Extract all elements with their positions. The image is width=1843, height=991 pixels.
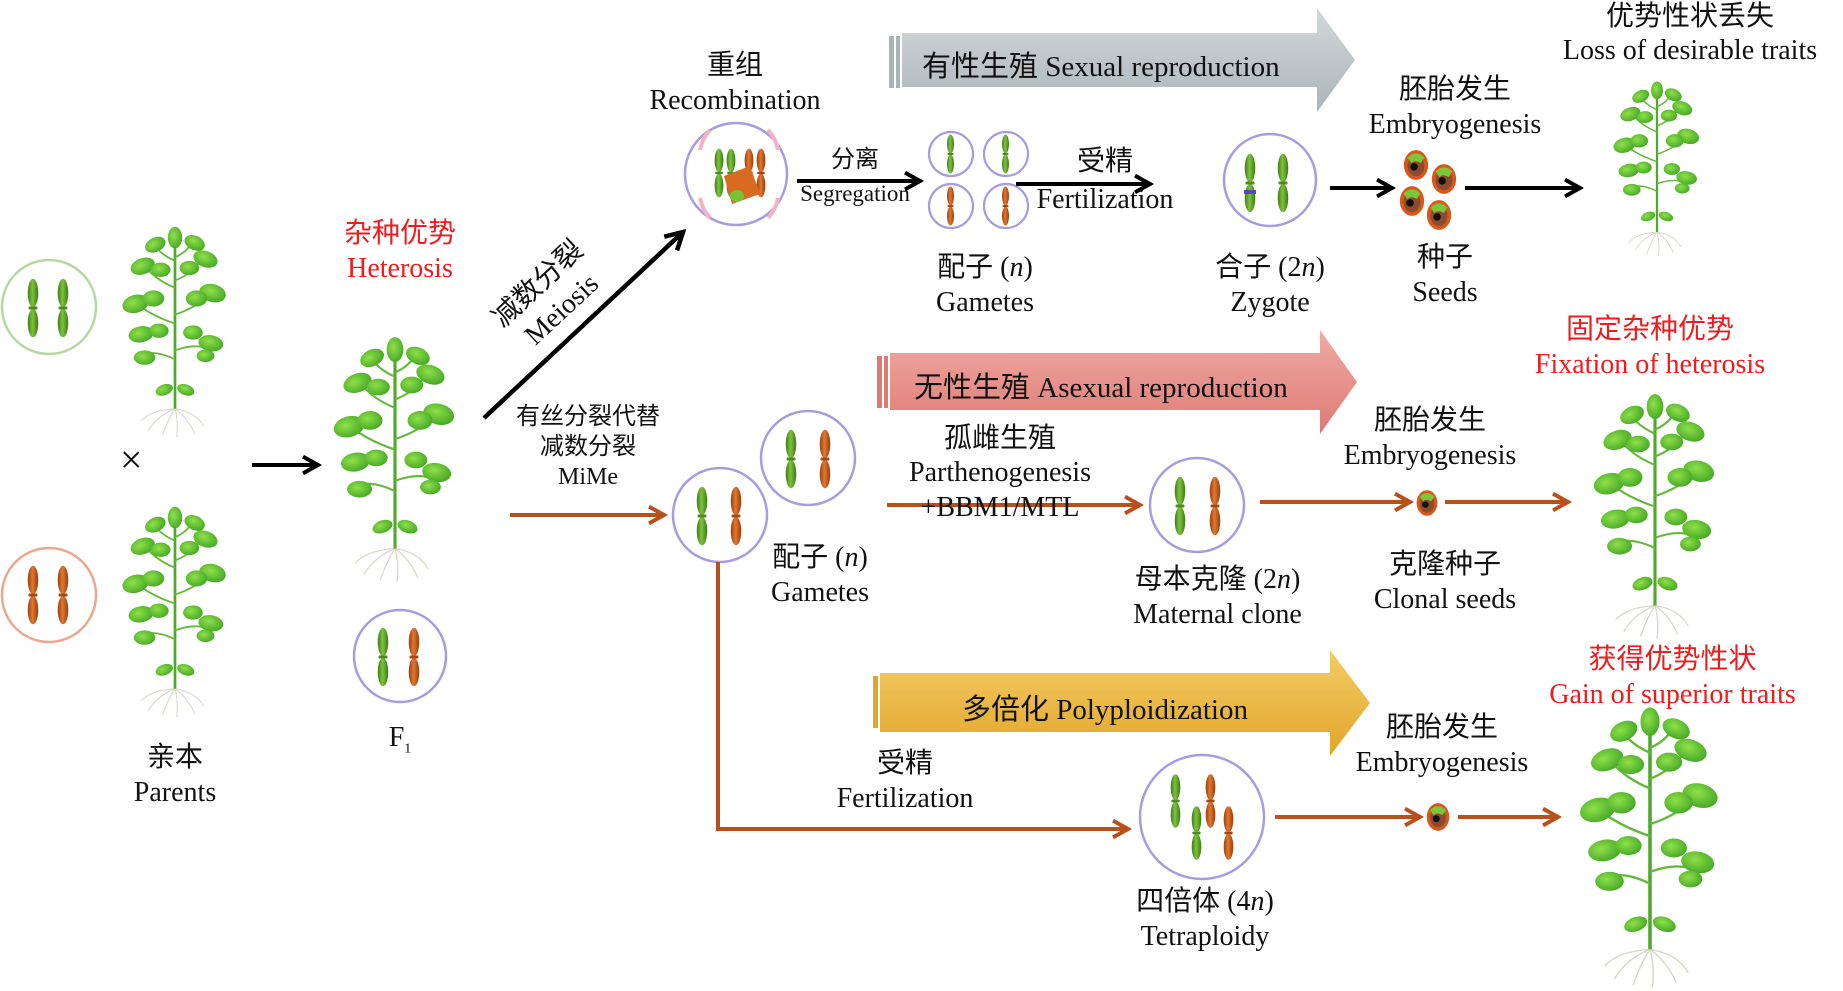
segregation-label-en: Segregation <box>800 180 910 206</box>
maternal-clone-zh: 母本克隆 (2n) <box>1134 564 1301 595</box>
tetraploid-cell <box>1138 753 1266 881</box>
heterosis-label: 杂种优势 Heterosis <box>310 216 490 286</box>
mime-label-zh-2: 减数分裂 <box>540 434 636 460</box>
polyploid-fertilization-label: 受精 Fertilization <box>815 746 995 816</box>
seeds-cluster <box>1399 150 1457 230</box>
banner-polyploidization <box>873 650 1370 756</box>
mime-label: 有丝分裂代替 减数分裂 MiMe <box>493 402 683 492</box>
asexual-gametes-zh: 配子 (n) <box>772 542 868 573</box>
mime-label-zh-1: 有丝分裂代替 <box>516 404 660 430</box>
asexual-gametes-en: Gametes <box>771 577 869 608</box>
asexual-gametes-label: 配子 (n) Gametes <box>740 540 900 610</box>
polyploid-fertilization-arrow <box>716 562 1128 829</box>
maternal-clone-label: 母本克隆 (2n) Maternal clone <box>1105 562 1330 632</box>
sexual-embryogenesis-en: Embryogenesis <box>1368 109 1542 140</box>
f1-label: F1 <box>370 720 430 758</box>
sexual-gametes-label: 配子 (n) Gametes <box>910 250 1060 320</box>
seeds-en: Seeds <box>1412 277 1478 308</box>
recombination-label-en: Recombination <box>649 85 821 116</box>
sexual-gametes-zh: 配子 (n) <box>937 252 1033 283</box>
asexual-embryogenesis-label: 胚胎发生 Embryogenesis <box>1325 403 1535 473</box>
fixation-heterosis-label: 固定杂种优势 Fixation of heterosis <box>1505 312 1795 382</box>
polyploid-seed <box>1426 803 1450 831</box>
f1-cell <box>352 608 448 704</box>
parent-cell-orange <box>0 546 98 644</box>
polyploid-embryogenesis-zh: 胚胎发生 <box>1385 712 1498 743</box>
zygote-zh: 合子 (2n) <box>1215 252 1325 283</box>
mime-label-en: MiMe <box>558 464 618 490</box>
tetraploidy-en: Tetraploidy <box>1140 921 1270 952</box>
superior-traits-zh: 获得优势性状 <box>1588 644 1757 675</box>
parents-label-zh: 亲本 <box>146 742 203 773</box>
segregation-label-zh: 分离 <box>831 147 879 173</box>
heterosis-label-zh: 杂种优势 <box>343 218 456 249</box>
segregation-label: 分离 Segregation <box>790 147 920 207</box>
zygote-cell <box>1222 132 1318 228</box>
banner-asexual-text: 无性生殖 Asexual reproduction <box>914 372 1288 404</box>
zygote-en: Zygote <box>1230 287 1310 318</box>
parent-plant-bottom <box>118 505 230 719</box>
superior-traits-en: Gain of superior traits <box>1549 679 1796 710</box>
parthenogenesis-en: Parthenogenesis <box>909 456 1091 488</box>
clonal-seed <box>1416 490 1438 516</box>
plant-loss-traits <box>1610 80 1703 258</box>
asexual-embryogenesis-zh: 胚胎发生 <box>1373 405 1486 436</box>
banner-polyploid-text: 多倍化 Polyploidization <box>962 694 1248 726</box>
maternal-clone-cell <box>1148 456 1246 554</box>
superior-traits-label: 获得优势性状 Gain of superior traits <box>1520 642 1825 712</box>
polyploid-embryogenesis-label: 胚胎发生 Embryogenesis <box>1337 710 1547 780</box>
parents-label: 亲本 Parents <box>105 740 245 810</box>
maternal-clone-en: Maternal clone <box>1133 599 1302 630</box>
polyploid-fertilization-zh: 受精 <box>876 748 933 779</box>
cross-symbol: × <box>120 437 143 482</box>
sexual-gametes <box>927 130 1030 230</box>
seeds-label: 种子 Seeds <box>1385 240 1505 310</box>
f1-subscript: 1 <box>404 741 412 757</box>
sexual-fertilization-label: 受精 Fertilization <box>1030 145 1180 216</box>
sexual-embryogenesis-zh: 胚胎发生 <box>1398 74 1511 105</box>
parthenogenesis-label: 孤雌生殖 Parthenogenesis +BBM1/MTL <box>885 422 1115 525</box>
loss-traits-zh: 优势性状丢失 <box>1605 1 1774 32</box>
parent-plant-top <box>118 225 230 439</box>
mime-gamete-cell-secondary <box>759 409 857 507</box>
asexual-embryogenesis-en: Embryogenesis <box>1343 440 1517 471</box>
sexual-gametes-en: Gametes <box>936 287 1034 318</box>
clonal-seeds-label: 克隆种子 Clonal seeds <box>1355 547 1535 617</box>
heterosis-label-en: Heterosis <box>347 253 453 284</box>
zygote-label: 合子 (2n) Zygote <box>1195 250 1345 320</box>
polyploid-fertilization-en: Fertilization <box>836 783 974 814</box>
sexual-embryogenesis-label: 胚胎发生 Embryogenesis <box>1350 72 1560 142</box>
clonal-seeds-zh: 克隆种子 <box>1388 549 1501 580</box>
tetraploidy-label: 四倍体 (4n) Tetraploidy <box>1125 884 1285 954</box>
meiosis-arrow <box>482 232 683 420</box>
loss-traits-en: Loss of desirable traits <box>1562 34 1818 66</box>
parthenogenesis-genes: +BBM1/MTL <box>920 492 1080 524</box>
fixation-heterosis-zh: 固定杂种优势 <box>1565 314 1734 345</box>
recombination-label: 重组 Recombination <box>620 48 850 118</box>
clonal-seeds-en: Clonal seeds <box>1373 584 1517 615</box>
plant-superior-traits <box>1575 705 1723 990</box>
sexual-fertilization-en: Fertilization <box>1036 183 1174 215</box>
parent-cell-green <box>0 258 98 356</box>
plant-fixation-heterosis <box>1589 392 1719 641</box>
sexual-fertilization-zh: 受精 <box>1076 146 1133 177</box>
f1-letter: F <box>388 722 405 753</box>
tetraploidy-zh: 四倍体 (4n) <box>1136 886 1274 917</box>
f1-plant <box>329 335 459 584</box>
recombination-label-zh: 重组 <box>706 50 763 81</box>
loss-traits-label: 优势性状丢失 Loss of desirable traits <box>1535 0 1843 67</box>
parthenogenesis-zh: 孤雌生殖 <box>943 423 1056 454</box>
banner-asexual-reproduction <box>877 330 1357 434</box>
banner-sexual-reproduction <box>889 8 1355 112</box>
recombination-cell <box>683 121 789 227</box>
parents-label-en: Parents <box>133 777 217 808</box>
polyploid-embryogenesis-en: Embryogenesis <box>1355 747 1529 778</box>
banner-sexual-text: 有性生殖 Sexual reproduction <box>922 51 1280 83</box>
seeds-zh: 种子 <box>1416 242 1473 273</box>
fixation-heterosis-en: Fixation of heterosis <box>1534 349 1766 380</box>
